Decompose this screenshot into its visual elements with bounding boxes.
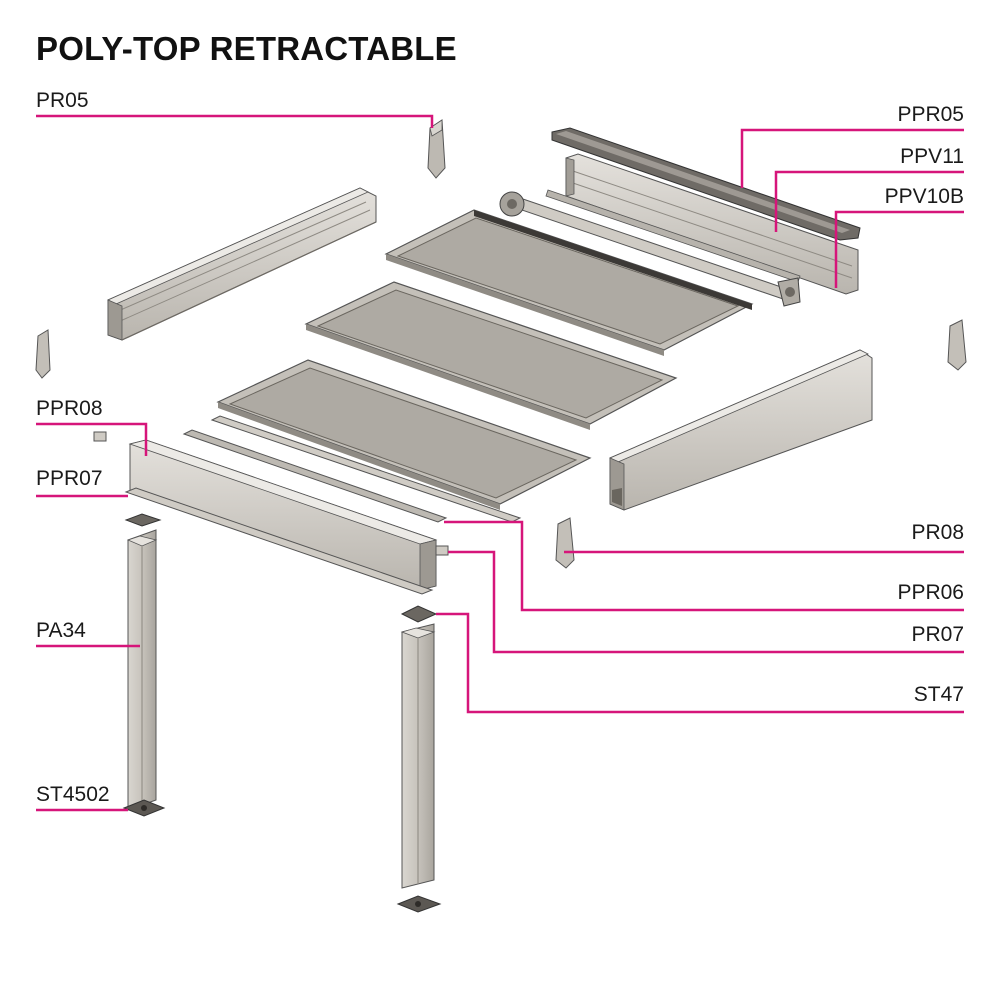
left-side-end-cap [35,329,51,379]
leader-ppv11 [774,170,964,232]
cover-panel-middle [304,281,678,430]
pr05-end-cap [427,119,446,179]
label-ppr06: PPR06 [897,581,964,604]
label-pr05: PR05 [36,89,89,112]
label-ppv10b: PPV10B [884,185,964,208]
leader-ppr05 [740,128,964,188]
leader-ppv10b [834,210,964,288]
left-gutter-beam [107,187,377,341]
right-post [400,605,438,889]
ppr08-front-beam [128,439,438,591]
label-ppr08: PPR08 [36,397,103,420]
right-side-end-cap [947,319,967,371]
label-pa34: PA34 [36,619,86,642]
cover-panel-bottom [216,359,592,510]
ppr06-rails [182,415,522,523]
leader-ppr08 [36,422,148,456]
ppr08-clip [93,431,107,442]
roller-tube [499,189,801,307]
label-pr07: PR07 [911,623,964,646]
cover-panel-top [384,209,754,356]
label-st47: ST47 [913,683,964,706]
pr08-end-cap [555,517,575,569]
pa34-left-post [124,513,162,811]
leader-pr07 [448,550,964,654]
leader-ppr06 [444,520,964,612]
diagram-title: POLY-TOP RETRACTABLE [36,30,457,67]
leader-pr05 [36,114,434,128]
label-pr08: PR08 [911,521,964,544]
ppr07-rail [124,487,434,595]
label-ppr07: PPR07 [36,467,103,490]
label-st4502: ST4502 [36,783,110,806]
st47-base-plate [396,895,442,913]
right-gutter-beam [609,349,873,511]
pr07-clip [435,545,449,556]
label-ppr05: PPR05 [897,103,964,126]
st4502-base-plate [122,799,166,817]
label-ppv11: PPV11 [900,145,964,168]
leader-st47 [436,612,964,714]
leader-lines [36,114,964,812]
